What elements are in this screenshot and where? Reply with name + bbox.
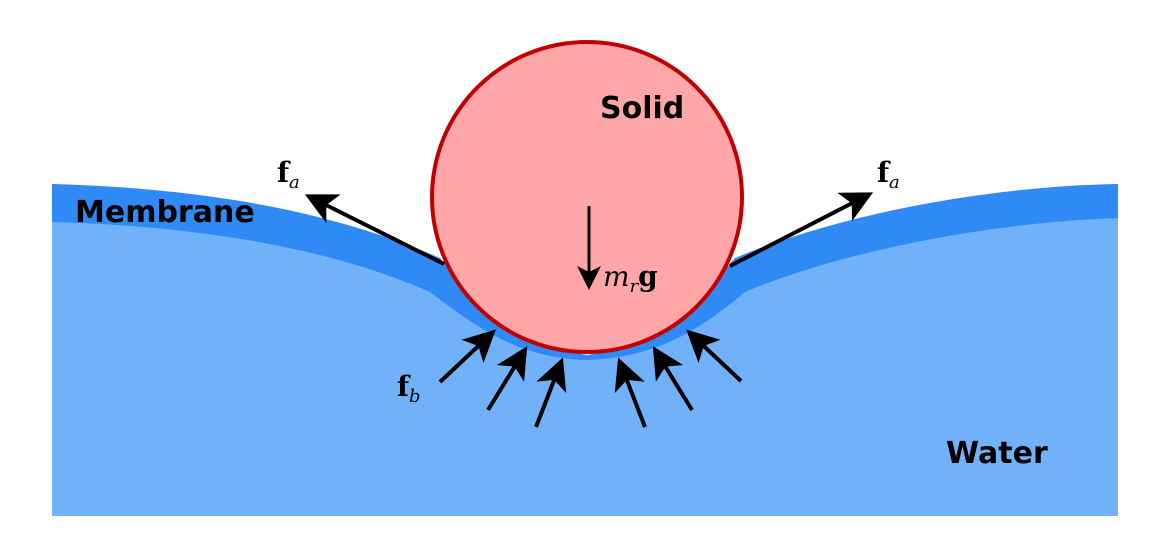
buoyancy-arrow-icon [438, 329, 496, 384]
buoyancy-label: fb [397, 370, 421, 407]
gravity-force: mrg [577, 206, 658, 297]
buoyancy-arrow-icon [652, 346, 694, 412]
tension-label-right: fa [877, 156, 900, 193]
water-region [52, 218, 1118, 516]
buoyancy-arrow-icon [486, 346, 528, 412]
tension-arrow-right-icon [729, 192, 874, 268]
water-label: Water [946, 436, 1048, 471]
buoyancy-arrow-icon [534, 357, 567, 428]
buoyancy-forces [438, 329, 743, 428]
membrane-label: Membrane [75, 195, 255, 230]
buoyancy-arrow-icon [686, 329, 743, 383]
tension-arrow-left-icon [304, 194, 445, 266]
solid-label: Solid [600, 91, 684, 126]
buoyancy-arrow-icon [614, 357, 647, 428]
gravity-label: mrg [603, 260, 658, 297]
tension-force-left: fa [277, 156, 445, 266]
tension-label-left: fa [277, 156, 300, 193]
solid-sphere [430, 40, 744, 354]
tension-force-right: fa [729, 156, 900, 268]
